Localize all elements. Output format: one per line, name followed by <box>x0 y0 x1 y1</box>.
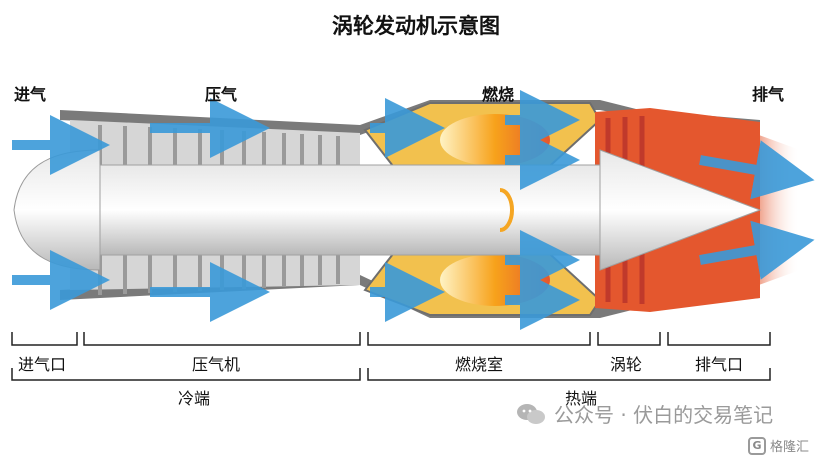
section-brackets <box>11 332 771 381</box>
main-shaft <box>99 164 601 256</box>
tail-cone <box>599 149 762 271</box>
label-combustor: 燃烧室 <box>455 355 504 374</box>
watermark-text: 公众号 · 伏白的交易笔记 <box>554 403 774 427</box>
brand-text: 格隆汇 <box>770 440 810 455</box>
diagram-title: 涡轮发动机示意图 <box>332 14 500 38</box>
label-intake: 进气 <box>14 85 47 104</box>
label-exhaust: 排气 <box>752 85 785 104</box>
brand-icon: G <box>748 436 766 455</box>
label-compress: 压气 <box>205 85 238 104</box>
wechat-icon <box>517 403 545 424</box>
airflow-arrows <box>12 90 815 330</box>
label-inlet: 进气口 <box>18 355 67 374</box>
label-compressor: 压气机 <box>192 355 241 374</box>
label-burn: 燃烧 <box>482 85 515 104</box>
label-nozzle: 排气口 <box>695 355 744 374</box>
label-cold-end: 冷端 <box>178 389 211 408</box>
rotation-arrow <box>499 188 514 232</box>
brand-logo: G 格隆汇 <box>748 436 809 455</box>
label-hot-end: 热端 <box>565 389 598 408</box>
nose-cone <box>13 149 101 271</box>
label-turbine: 涡轮 <box>610 355 643 374</box>
watermark: 公众号 · 伏白的交易笔记 <box>516 399 773 428</box>
